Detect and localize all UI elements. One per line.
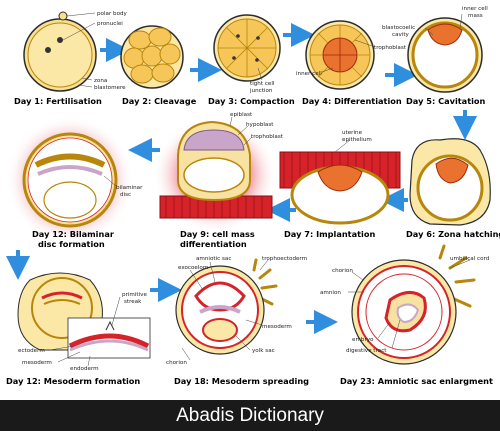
caption-day2: Day 2: Cleavage [122, 96, 197, 106]
label-endoderm: endoderm [70, 366, 99, 372]
pronucleus-2 [57, 37, 63, 43]
label-chorion-d23: chorion [332, 268, 353, 274]
label-primitive: primitive [122, 292, 147, 298]
embryo-development-diagram: polar body pronuclei zona blastomere Day… [6, 6, 500, 386]
label-amnion: amnion [320, 290, 341, 296]
polar-body [58, 11, 68, 21]
stage-day2-cleavage: Day 2: Cleavage [120, 25, 197, 106]
label-tight-cell: tight cell [250, 81, 275, 87]
label-exocoelom: exocoelom [178, 265, 208, 271]
caption-day7: Day 7: Implantation [284, 229, 375, 239]
footer-brand: Abadis Dictionary [176, 404, 324, 426]
caption-day9-line1: Day 9: cell mass [180, 229, 255, 239]
label-ectoderm: ectoderm [18, 348, 45, 354]
label-digestive-tract: digestive tract [346, 348, 387, 354]
label-blastocoelic: blastocoelic [382, 25, 415, 31]
caption-day9-line2: differentiation [180, 239, 247, 249]
stage-day3-compaction: tight cell junction Day 3: Compaction [208, 14, 295, 106]
zygote-inner [27, 22, 93, 88]
caption-day6: Day 6: Zona hatching [406, 229, 500, 239]
label-disc: disc [120, 192, 131, 198]
caption-day5: Day 5: Cavitation [406, 96, 486, 106]
label-polar-body: polar body [97, 11, 128, 17]
label-streak: streak [124, 299, 142, 305]
label-trophoblast-d9: trophoblast [251, 134, 284, 140]
caption-day12b: Day 12: Mesoderm formation [6, 376, 140, 386]
footer-bar: Abadis Dictionary [0, 400, 500, 431]
stage-day7-implantation: uterine epithelium Day 7: Implantation [279, 130, 401, 239]
caption-day23: Day 23: Amniotic sac enlargment [340, 376, 493, 386]
label-blastomere: blastomere [94, 85, 126, 91]
stage-day12-mesoderm: primitive streak ectoderm mesoderm endod… [6, 272, 151, 386]
label-mass-d5: mass [468, 13, 483, 19]
caption-day12a-line2: disc formation [38, 239, 105, 249]
label-uterine: uterine [342, 130, 363, 136]
label-mesoderm-d12: mesoderm [22, 360, 52, 366]
label-junction: junction [249, 88, 273, 94]
label-mesoderm-d18: mesoderm [262, 324, 292, 330]
label-amniotic-sac: amniotic sac [196, 256, 231, 262]
label-chorion-d18: chorion [166, 360, 187, 366]
stage-day6-zona-hatching: Day 6: Zona hatching [406, 138, 500, 239]
label-epithelium: epithelium [342, 137, 372, 143]
label-inner-cell-d5: inner cell [462, 6, 488, 12]
label-zona: zona [94, 78, 107, 84]
label-umbilical-cord: umbilical cord [450, 256, 490, 262]
stage-day18-mesoderm-spreading: amniotic sac exocoelom trophoectoderm me… [166, 256, 309, 386]
stage-day23-amniotic-sac: umbilical cord chorion amnion embryo dig… [320, 244, 493, 386]
caption-day12a-line1: Day 12: Bilaminar [32, 229, 115, 239]
caption-day3: Day 3: Compaction [208, 96, 295, 106]
label-trophoblast-d4: trophoblast [374, 45, 407, 51]
label-yolk-sac: yolk sac [252, 348, 275, 354]
label-trophoectoderm: trophoectoderm [262, 256, 307, 262]
stage-day12-bilaminar: bilaminar disc Day 12: Bilaminar disc fo… [6, 116, 143, 249]
label-hypoblast: hypoblast [246, 122, 274, 128]
label-epiblast: epiblast [230, 112, 253, 118]
stage-day9-cell-mass: epiblast hypoblast trophoblast Day 9: ce… [153, 112, 284, 249]
caption-day18: Day 18: Mesoderm spreading [174, 376, 309, 386]
caption-day1: Day 1: Fertilisation [14, 96, 102, 106]
stage-day1-fertilisation: polar body pronuclei zona blastomere Day… [14, 11, 128, 106]
stage-day4-differentiation: trophoblast inner cell Day 4: Differenti… [296, 20, 407, 106]
label-bilaminar: bilaminar [116, 185, 143, 191]
label-inner-cell-d4: inner cell [296, 71, 322, 77]
label-embryo: embryo [352, 337, 374, 343]
label-cavity: cavity [392, 32, 410, 38]
label-pronuclei: pronuclei [97, 21, 123, 27]
pronucleus-1 [45, 47, 51, 53]
stage-day5-cavitation: inner cell mass blastocoelic cavity Day … [382, 6, 488, 106]
caption-day4: Day 4: Differentiation [302, 96, 402, 106]
